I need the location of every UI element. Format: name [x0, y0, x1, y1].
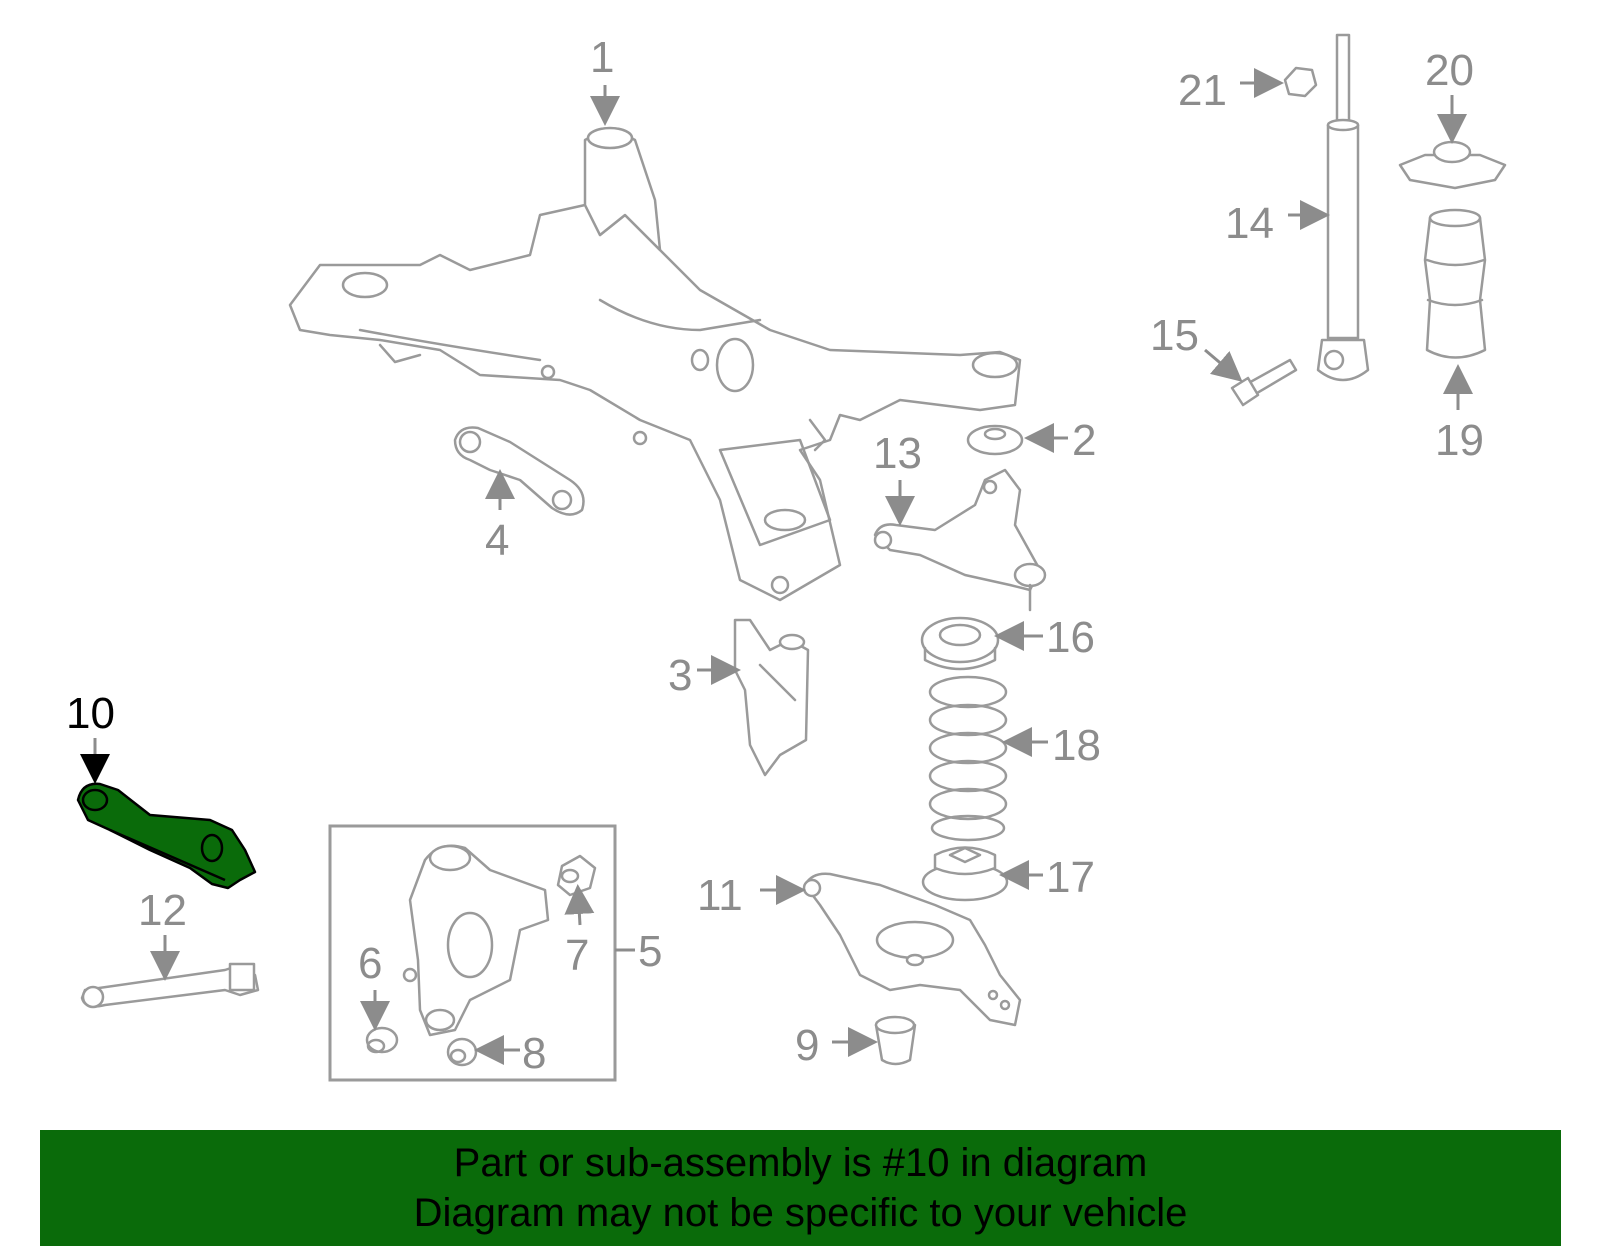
banner-line-2: Diagram may not be specific to your vehi…: [413, 1191, 1188, 1235]
label-20: 20: [1425, 46, 1474, 95]
part-7-bushing[interactable]: [556, 854, 597, 897]
part-11-lower-arm[interactable]: [802, 872, 1022, 1027]
label-15: 15: [1150, 311, 1199, 360]
label-14: 14: [1225, 199, 1274, 248]
label-3: 3: [668, 651, 692, 700]
part-2-washer[interactable]: [966, 424, 1024, 456]
label-9: 9: [795, 1021, 819, 1070]
part-5-knuckle-box[interactable]: [328, 824, 617, 1082]
label-10: 10: [66, 689, 115, 738]
label-7: 7: [565, 931, 589, 980]
label-6: 6: [358, 939, 382, 988]
part-3-bracket[interactable]: [733, 618, 810, 777]
part-20-mount[interactable]: [1398, 140, 1507, 190]
label-16: 16: [1046, 613, 1095, 662]
banner-line-1: Part or sub-assembly is #10 in diagram: [453, 1141, 1148, 1185]
part-6-bushing[interactable]: [365, 1026, 399, 1054]
label-8: 8: [522, 1029, 546, 1078]
label-13: 13: [873, 429, 922, 478]
part-19-bump-stop[interactable]: [1423, 208, 1487, 359]
label-11: 11: [697, 871, 743, 920]
label-21: 21: [1178, 66, 1227, 115]
info-banner: Part or sub-assembly is #10 in diagram D…: [40, 1130, 1561, 1246]
label-12: 12: [138, 886, 187, 935]
part-17-insulator[interactable]: [921, 846, 1009, 902]
part-18-coil-spring[interactable]: [928, 675, 1008, 842]
part-12-lateral-link[interactable]: [80, 962, 260, 1009]
part-8-bushing[interactable]: [446, 1037, 478, 1067]
label-18: 18: [1052, 721, 1101, 770]
label-17: 17: [1046, 853, 1095, 902]
part-1-subframe[interactable]: [288, 126, 1022, 602]
part-15-bolt[interactable]: [1230, 358, 1298, 407]
part-9-bushing[interactable]: [874, 1015, 917, 1066]
part-4-link[interactable]: [453, 426, 585, 516]
part-13-upper-arm[interactable]: [873, 468, 1047, 612]
label-19: 19: [1435, 416, 1484, 465]
part-16-spring-seat[interactable]: [920, 616, 1000, 671]
leader-arrows: [80, 68, 1473, 1065]
part-10-lower-link[interactable]: [76, 782, 257, 890]
label-1: 1: [590, 33, 614, 82]
label-5: 5: [638, 927, 662, 976]
label-4: 4: [485, 516, 509, 565]
part-21-nut[interactable]: [1283, 66, 1318, 98]
label-2: 2: [1072, 416, 1096, 465]
part-14-shock[interactable]: [1316, 33, 1370, 382]
